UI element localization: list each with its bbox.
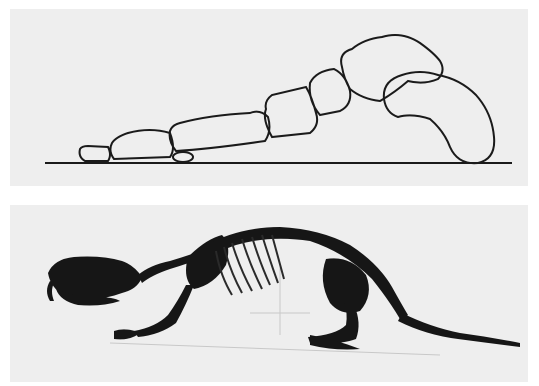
distal-phalanx-bone <box>80 146 110 161</box>
background-shadow-line <box>110 343 440 355</box>
foot-skeleton-drawing-panel <box>10 9 528 186</box>
tail <box>398 313 520 347</box>
calcaneus-bone <box>384 72 494 163</box>
rodent-skeleton-photo <box>10 205 528 382</box>
spine <box>206 227 408 319</box>
middle-phalanx-bone <box>110 130 173 159</box>
rodent-skeleton-photo-panel <box>10 205 528 382</box>
front-leg <box>134 285 194 337</box>
incisor-teeth <box>47 281 54 301</box>
proximal-phalanx-bone <box>170 112 270 151</box>
talus-bone <box>341 35 442 101</box>
sesamoid-bone <box>173 152 193 162</box>
foot-skeleton-drawing <box>10 9 528 186</box>
